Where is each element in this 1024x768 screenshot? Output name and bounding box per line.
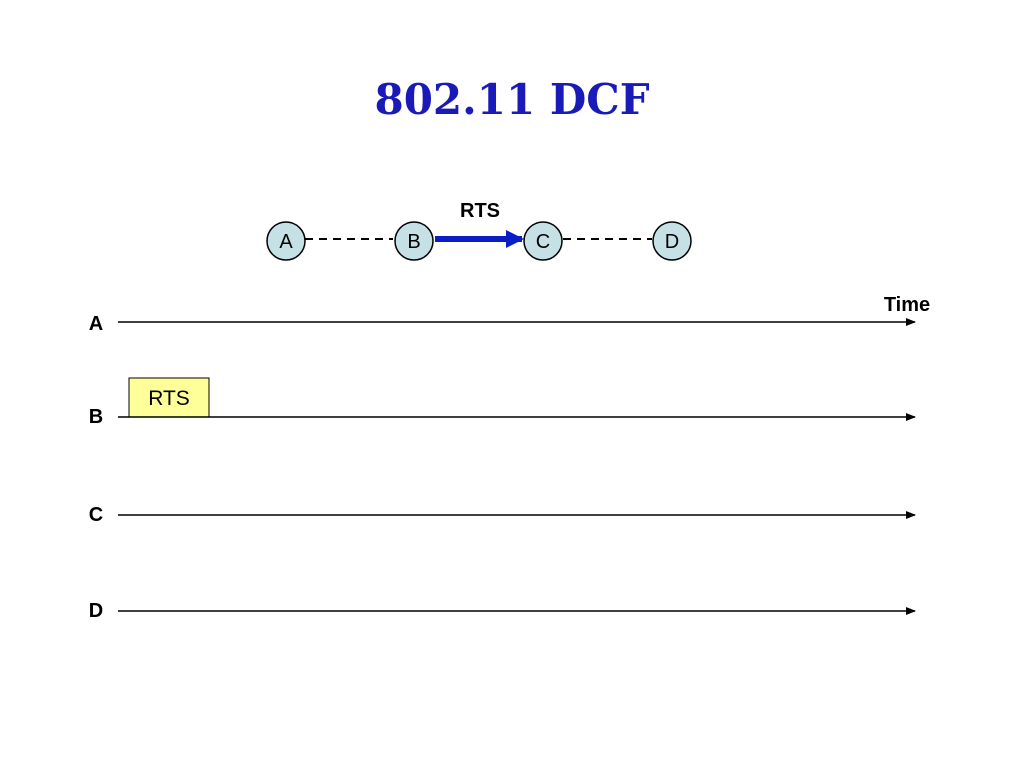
timeline-row-b-label: B [89, 406, 103, 428]
timeline-row-c-label: C [89, 504, 103, 526]
page-title: 802.11 DCF [374, 75, 649, 124]
timeline-row-a-label: A [89, 313, 103, 335]
node-d: D [652, 221, 692, 261]
node-b: B [394, 221, 434, 261]
timeline-row-d-label: D [89, 600, 103, 622]
node-a: A [266, 221, 306, 261]
node-c-label: C [536, 231, 550, 253]
node-a-circle [266, 221, 306, 261]
node-c-circle [523, 221, 563, 261]
node-d-circle [652, 221, 692, 261]
node-d-label: D [665, 231, 679, 253]
node-b-label: B [407, 231, 420, 253]
node-a-label: A [279, 231, 293, 253]
node-c: C [523, 221, 563, 261]
rts-frame-label: RTS [148, 387, 190, 410]
time-axis-label: Time [884, 294, 930, 316]
node-b-circle [394, 221, 434, 261]
rts-arrow-label: RTS [460, 200, 500, 222]
